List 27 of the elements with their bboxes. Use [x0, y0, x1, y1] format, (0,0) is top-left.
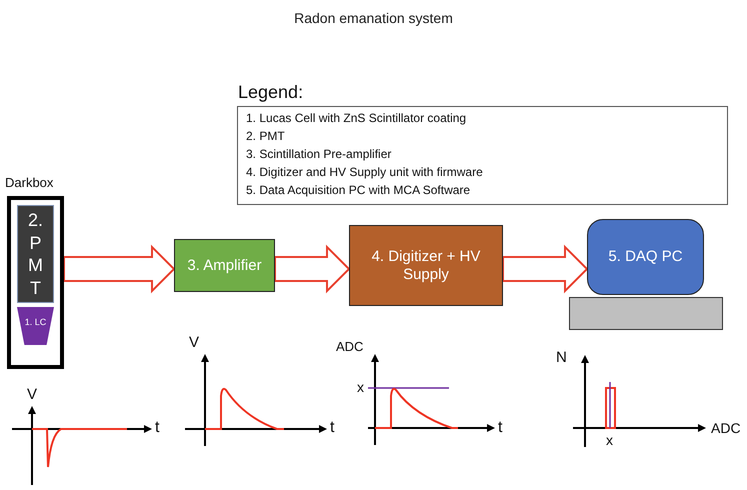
computer-base [569, 297, 723, 330]
legend-item: 2. PMT [246, 128, 285, 145]
block-arrow [274, 244, 350, 294]
axis-label: ADC [711, 420, 741, 436]
axis-label: V [27, 386, 38, 404]
legend-item: 5. Data Acquisition PC with MCA Software [246, 182, 470, 199]
tick-label: x [606, 432, 613, 448]
block-arrow [63, 244, 176, 294]
diagram-title: Radon emanation system [294, 10, 453, 26]
trapezoid-node: 1. LC [17, 307, 54, 345]
axis-label: t [498, 419, 502, 438]
axis-label: V [189, 334, 200, 352]
process-box: 2. P M T [17, 205, 54, 303]
group-label: Darkbox [5, 176, 54, 191]
axis-label: ADC [336, 340, 364, 355]
tick-label: x [357, 379, 364, 396]
axis-label: t [330, 419, 334, 438]
axis-label: t [155, 419, 160, 438]
axis-label: N [556, 349, 567, 366]
legend-item: 1. Lucas Cell with ZnS Scintillator coating [246, 110, 466, 127]
process-box: 4. Digitizer + HV Supply [349, 225, 503, 306]
legend-item: 3. Scintillation Pre-amplifier [246, 146, 392, 163]
block-arrow [502, 244, 588, 294]
legend-item: 4. Digitizer and HV Supply unit with firmware [246, 164, 483, 181]
monitor-screen: 5. DAQ PC [587, 219, 704, 295]
process-box: 3. Amplifier [174, 239, 275, 292]
legend-heading: Legend: [238, 82, 304, 103]
